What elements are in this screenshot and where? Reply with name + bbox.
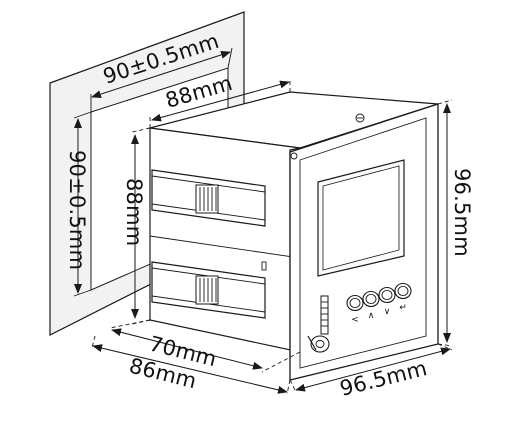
latch <box>261 261 267 271</box>
dim-face-height-label: 96.5mm <box>450 168 474 257</box>
display-screen <box>322 165 400 271</box>
housing-side <box>149 127 301 353</box>
button-enter[interactable]: ↵ <box>394 282 412 314</box>
top-screw <box>355 113 365 123</box>
housing-seam <box>149 235 301 259</box>
button-enter-label: ↵ <box>399 303 407 313</box>
terminal-block-lower <box>151 261 266 319</box>
corner-screw <box>290 152 298 160</box>
button-down[interactable]: ∨ <box>378 286 396 318</box>
button-left[interactable]: < <box>346 294 364 326</box>
dim-body-height: 88mm <box>122 127 151 325</box>
button-left-label: < <box>351 315 359 325</box>
dim-body-height-label: 88mm <box>122 178 146 246</box>
button-up[interactable]: ∧ <box>362 290 380 322</box>
dim-panel-height: 90±0.5mm <box>65 111 92 297</box>
button-up-label: ∧ <box>368 311 375 321</box>
terminal-block-upper <box>151 169 266 227</box>
dim-panel-height-label: 90±0.5mm <box>65 150 89 270</box>
dim-face-height: 96.5mm <box>437 99 474 347</box>
button-down-label: ∨ <box>384 307 391 317</box>
